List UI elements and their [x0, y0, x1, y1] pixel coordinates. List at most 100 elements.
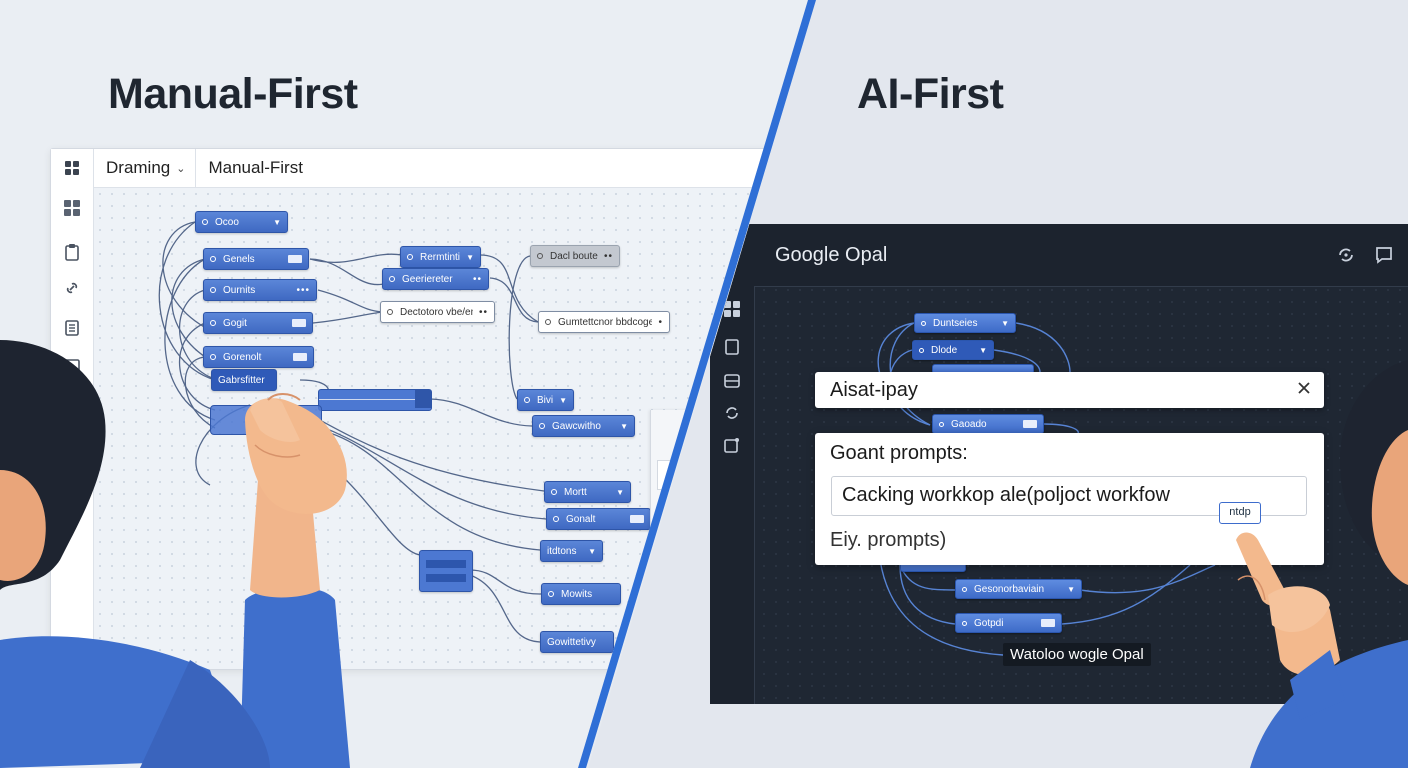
- opal-sidebar: [710, 286, 755, 704]
- node-label: Dectotoro vbe/enei: [400, 306, 473, 318]
- node-port-icon: [210, 354, 216, 360]
- workflow-node[interactable]: Dacl bouten••: [530, 245, 620, 267]
- node-label: Gotpdi: [974, 617, 1004, 629]
- prompt-panel: Goant prompts: Cacking workkop ale(poljo…: [815, 433, 1324, 565]
- workflow-node[interactable]: Gawcwitho▼: [532, 415, 635, 437]
- workspace-dropdown-label: Draming: [106, 158, 171, 177]
- connector-bar[interactable]: [318, 389, 432, 411]
- chevron-down-icon: ⌄: [176, 162, 186, 175]
- node-label: Gawcwitho: [552, 420, 601, 432]
- workflow-node[interactable]: Genels: [203, 248, 309, 270]
- more-icon: •••: [296, 284, 310, 296]
- node-label: Gonalt: [566, 513, 596, 525]
- node-tag: [630, 515, 644, 523]
- node-port-icon: [389, 276, 395, 282]
- dashboard-icon[interactable]: [62, 199, 82, 219]
- more-icon: ••: [472, 273, 482, 285]
- ai-workflow-node[interactable]: Gotpdi: [955, 613, 1062, 633]
- node-label: Gaoado: [951, 418, 987, 430]
- workflow-node[interactable]: Gonalt: [546, 508, 651, 530]
- ai-workflow-node[interactable]: Duntseies ▼: [914, 313, 1016, 333]
- node-port-icon: [210, 320, 216, 326]
- grid-menu-icon[interactable]: [51, 149, 94, 187]
- workspace-dropdown[interactable]: Draming ⌄: [94, 149, 197, 187]
- workflow-node[interactable]: Geeriereter ••: [382, 268, 489, 290]
- workflow-node[interactable]: Mowits: [541, 583, 621, 605]
- node-label: Geeriereter: [402, 273, 453, 285]
- node-label: itdtons: [547, 545, 577, 557]
- workflow-node[interactable]: itdtons ▼: [540, 540, 603, 562]
- node-tag: [1023, 420, 1037, 428]
- workflow-node[interactable]: Gumtettcnor bbdcoge •: [538, 311, 670, 333]
- more-icon: ••: [478, 306, 488, 318]
- node-port-icon: [407, 254, 413, 260]
- workflow-node[interactable]: Gogit: [203, 312, 313, 334]
- workflow-node[interactable]: Mortt▼: [544, 481, 631, 503]
- node-port-icon: [939, 421, 944, 427]
- document-icon[interactable]: [62, 319, 82, 339]
- node-tag: [288, 255, 302, 263]
- node-port-icon: [553, 516, 559, 522]
- cursor-tooltip: ntdp: [1219, 502, 1261, 524]
- node-label: Genels: [223, 253, 255, 265]
- node-label: Gogit: [223, 317, 247, 329]
- comment-icon[interactable]: [1374, 245, 1394, 270]
- chevron-down-icon: ▼: [1001, 318, 1009, 328]
- node-port-icon: [537, 253, 543, 259]
- refresh-icon[interactable]: [722, 404, 742, 427]
- node-tag: [293, 353, 307, 361]
- node-port-icon: [962, 620, 967, 626]
- manual-first-heading: Manual-First: [108, 70, 358, 118]
- ai-first-heading: AI-First: [857, 70, 1004, 118]
- workflow-node[interactable]: Rermtintio▼: [400, 246, 481, 268]
- node-label: Rermtintio: [420, 251, 461, 263]
- ai-workflow-node[interactable]: Gesonorbaviain▼: [955, 579, 1082, 599]
- prompt-heading: Goant prompts:: [830, 442, 968, 464]
- prompt-input-field[interactable]: Cacking workkop ale(poljoct workfow: [831, 476, 1307, 516]
- share-icon[interactable]: [1336, 245, 1356, 270]
- prompt-input-value[interactable]: Cacking workkop ale(poljoct workfow: [842, 484, 1170, 506]
- grid-icon[interactable]: [722, 300, 742, 323]
- chevron-down-icon: ▼: [559, 395, 567, 405]
- chevron-down-icon: ▼: [273, 217, 281, 227]
- editor-title: Manual-First: [208, 158, 303, 177]
- node-port-icon: [210, 287, 216, 293]
- workflow-node[interactable]: Ocoo▼: [195, 211, 288, 233]
- node-label: Gumtettcnor bbdcoge: [558, 316, 653, 328]
- editor-toolbar: Draming ⌄ Manual-First: [51, 149, 808, 188]
- node-label: Mortt: [564, 486, 587, 498]
- workflow-node[interactable]: Gabrsfitter: [211, 369, 277, 391]
- workflow-node[interactable]: Gorenolt: [203, 346, 314, 368]
- workflow-node[interactable]: Gowittetivy: [540, 631, 614, 653]
- node-tag: [1041, 619, 1055, 627]
- node-label: Duntseies: [933, 317, 978, 329]
- close-icon[interactable]: [1294, 378, 1314, 404]
- link-icon[interactable]: [62, 279, 82, 299]
- workflow-node[interactable]: Dectotoro vbe/enei ••: [380, 301, 495, 323]
- node-label: Bivis: [537, 394, 554, 406]
- node-label: Gorenolt: [223, 351, 262, 363]
- chevron-down-icon: ▼: [979, 345, 987, 355]
- bookmark-icon[interactable]: [722, 338, 742, 361]
- node-port-icon: [202, 219, 208, 225]
- node-label: Ournits: [223, 284, 256, 296]
- layers-icon[interactable]: [722, 372, 742, 395]
- node-label: Gabrsfitter: [218, 374, 265, 386]
- new-note-icon[interactable]: [722, 436, 742, 459]
- node-port-icon: [210, 256, 216, 262]
- workflow-node[interactable]: Bivis ▼: [517, 389, 574, 411]
- ai-search-bar[interactable]: Aisat-ipay: [815, 372, 1324, 408]
- grouped-node[interactable]: [419, 550, 473, 592]
- node-port-icon: [919, 347, 924, 353]
- clipboard-icon[interactable]: [62, 243, 82, 263]
- chevron-down-icon: ▼: [588, 546, 596, 556]
- ai-workflow-node[interactable]: Dlode▼: [912, 340, 994, 360]
- more-icon: ••: [603, 250, 613, 262]
- more-icon: •: [658, 316, 663, 328]
- ai-search-input[interactable]: Aisat-ipay: [830, 379, 918, 401]
- workflow-node[interactable]: Ournits •••: [203, 279, 317, 301]
